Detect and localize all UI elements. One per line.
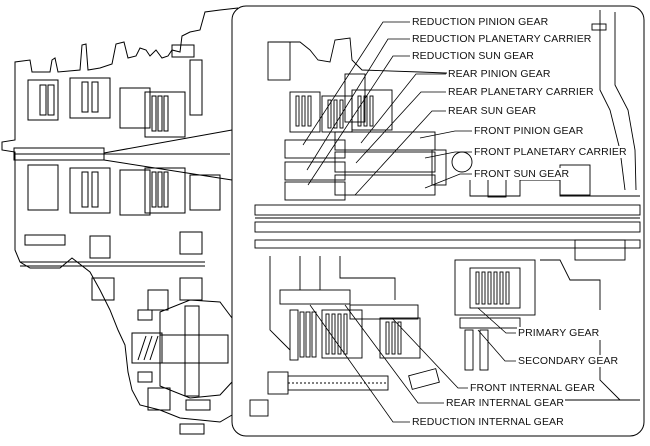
callout-reduction-pinion-gear: REDUCTION PINION GEAR — [411, 16, 550, 28]
callout-reduction-sun-gear: REDUCTION SUN GEAR — [411, 50, 535, 62]
callout-reduction-internal-gear: REDUCTION INTERNAL GEAR — [411, 416, 565, 428]
callout-front-pinion-gear: FRONT PINION GEAR — [473, 125, 585, 137]
differential — [131, 289, 233, 435]
callout-front-internal-gear: FRONT INTERNAL GEAR — [469, 382, 596, 394]
callout-secondary-gear: SECONDARY GEAR — [517, 355, 620, 367]
callout-rear-internal-gear: REAR INTERNAL GEAR — [445, 397, 566, 409]
callout-rear-planetary-carrier: REAR PLANETARY CARRIER — [447, 86, 595, 98]
callout-primary-gear: PRIMARY GEAR — [517, 327, 601, 339]
callout-front-sun-gear: FRONT SUN GEAR — [473, 168, 571, 180]
overview-transaxle — [1, 7, 239, 435]
detail-frame — [231, 5, 645, 437]
callout-rear-pinion-gear: REAR PINION GEAR — [447, 68, 552, 80]
callout-rear-sun-gear: REAR SUN GEAR — [447, 105, 538, 117]
callout-reduction-planetary-carrier: REDUCTION PLANETARY CARRIER — [411, 33, 593, 45]
callout-front-planetary-carrier: FRONT PLANETARY CARRIER — [473, 146, 628, 158]
leader-lines — [302, 21, 516, 423]
